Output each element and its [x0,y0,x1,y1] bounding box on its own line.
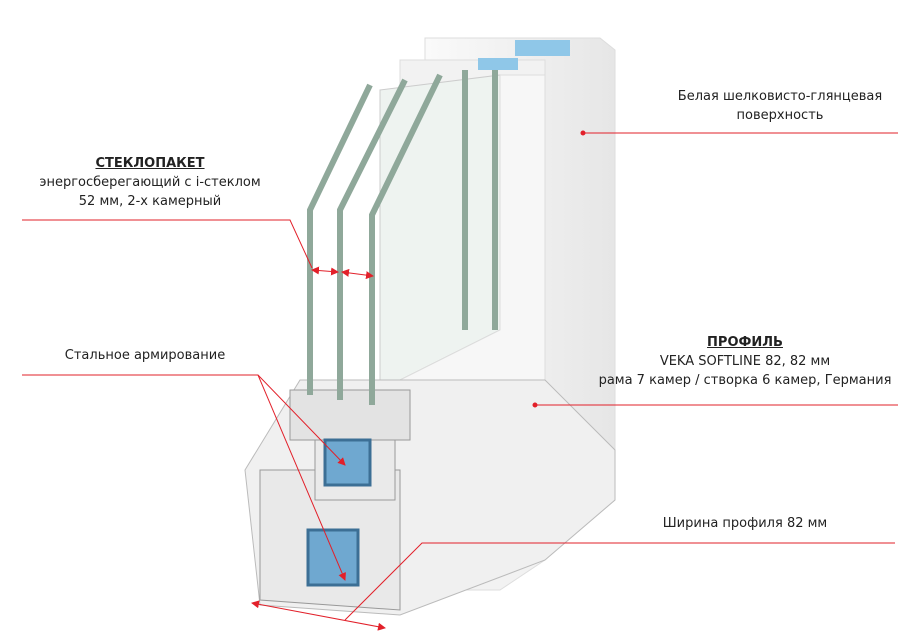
profile-annotation: ПРОФИЛЬ VEKA SOFTLINE 82, 82 мм рама 7 к… [575,333,915,390]
surface-line1: Белая шелковисто-глянцевая [677,89,883,104]
profile-title: ПРОФИЛЬ [707,335,783,350]
glass-unit-title: СТЕКЛОПАКЕТ [95,156,205,171]
glass-unit-annotation: СТЕКЛОПАКЕТ энергосберегающий с i-стекло… [25,154,275,211]
steel-reinforcement [306,438,372,587]
glass-unit-line2: 52 мм, 2-х камерный [78,194,222,209]
glass-unit-line1: энергосберегающий с i-стеклом [39,175,261,190]
width-annotation: Ширина профиля 82 мм [662,516,828,531]
profile-line2: рама 7 камер / створка 6 камер, Германия [598,373,892,388]
surface-line2: поверхность [736,108,824,123]
reinforcement-annotation: Стальное армирование [64,348,226,363]
annotation-lines [22,130,898,631]
surface-annotation: Белая шелковисто-глянцевая поверхность [660,87,900,125]
frame-profile [244,37,616,616]
glass-panes [307,70,498,405]
profile-line1: VEKA SOFTLINE 82, 82 мм [659,354,831,369]
